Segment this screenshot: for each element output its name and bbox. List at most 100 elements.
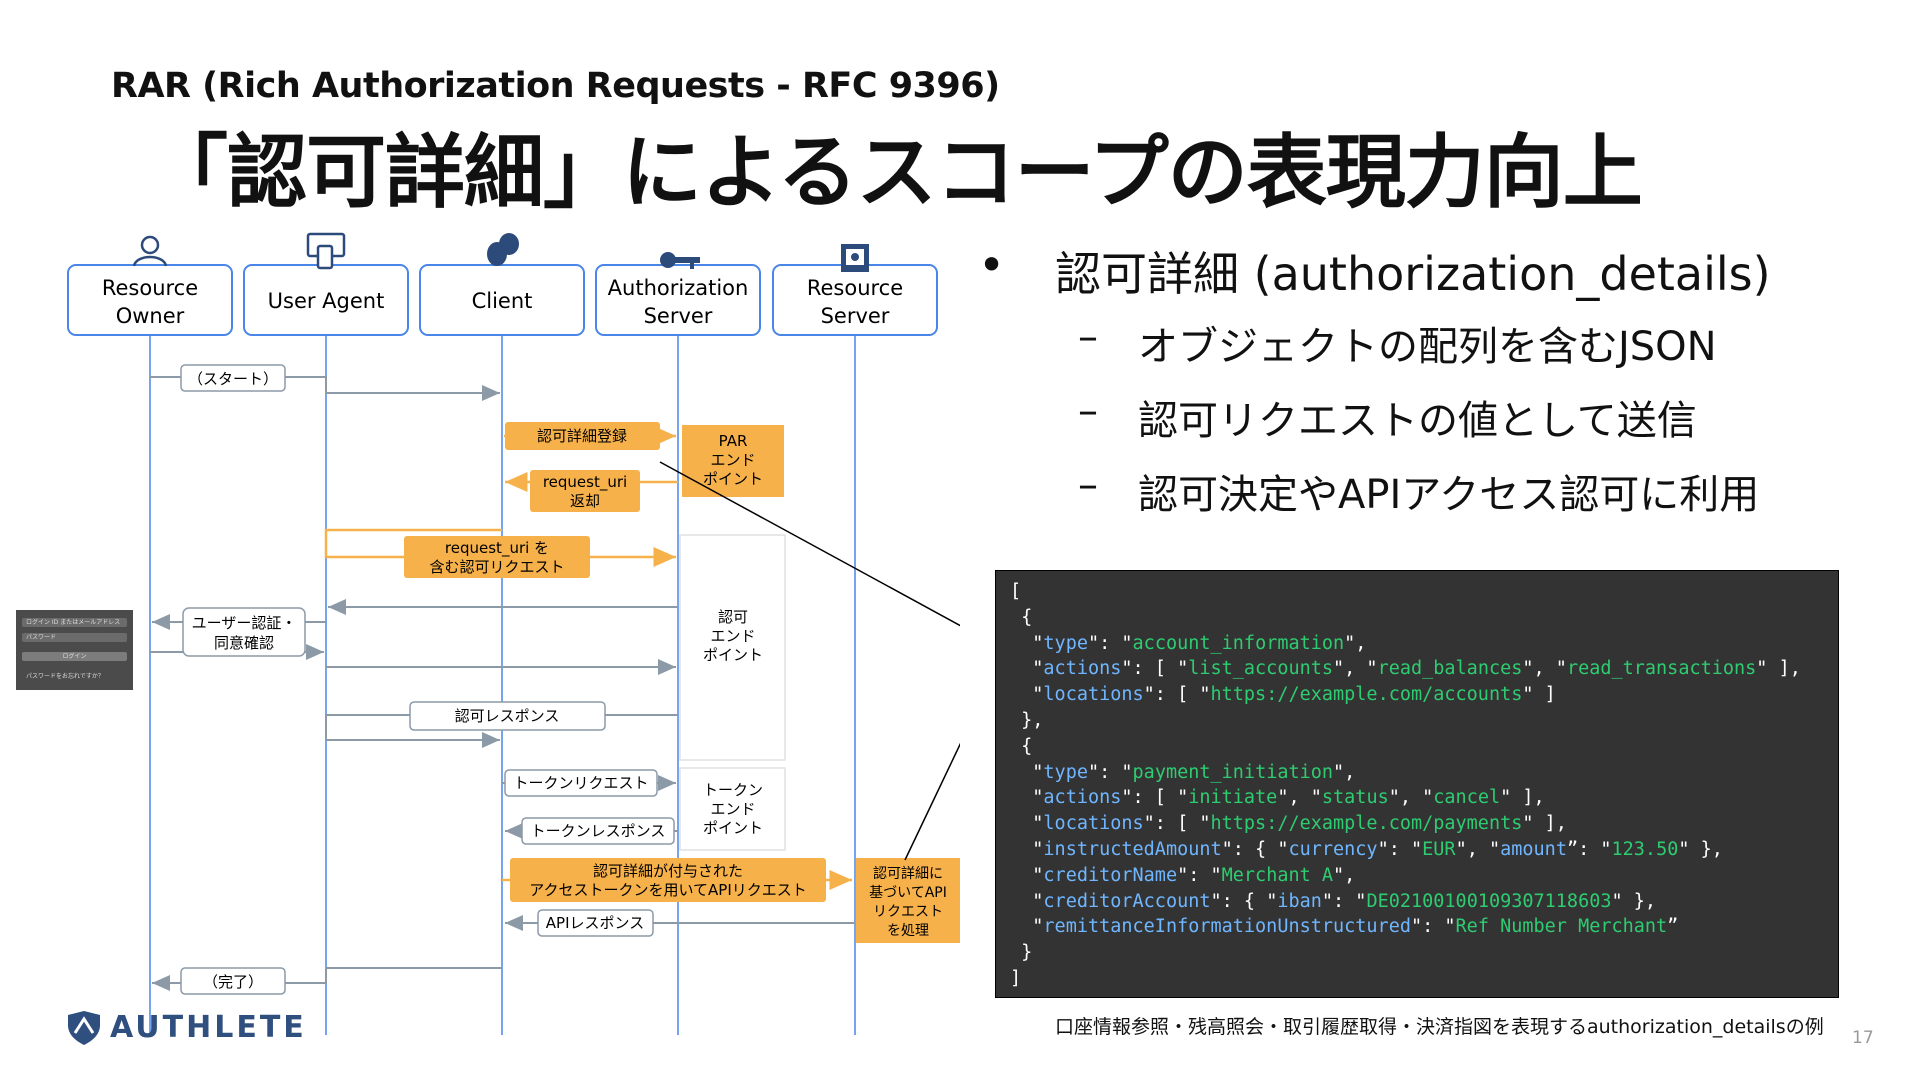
bullet-main: • 認可詳細 (authorization_details) xyxy=(970,238,1900,304)
code-line: { xyxy=(1010,735,1033,757)
endpoint-label: 基づいてAPI xyxy=(869,884,947,901)
connector-line-top xyxy=(659,461,960,627)
code-line: "type": "account_information", xyxy=(1010,632,1367,654)
message-label: 認可詳細登録 xyxy=(537,427,627,445)
message-auth-response: 認可レスポンス xyxy=(325,701,678,740)
lifelines xyxy=(149,335,856,1035)
person-icon xyxy=(132,235,168,267)
bullet-dash: – xyxy=(1078,462,1098,508)
message-done: （完了） xyxy=(152,967,502,995)
bullet-list: • 認可詳細 (authorization_details) – オブジェクトの… xyxy=(970,238,1900,526)
devices-icon xyxy=(306,232,346,270)
key-icon xyxy=(660,252,700,269)
endpoint-label: リクエスト xyxy=(873,904,943,920)
sequence-diagram: Resource Owner User Agent Client Authori… xyxy=(67,232,960,1035)
message-label: （スタート） xyxy=(188,370,278,388)
safe-icon xyxy=(841,244,869,272)
code-line: }, xyxy=(1010,709,1044,731)
json-code-block: [ { "type": "account_information", "acti… xyxy=(995,570,1839,998)
code-line: "locations": [ "https://example.com/acco… xyxy=(1010,684,1556,706)
code-line: "remittanceInformationUnstructured": "Re… xyxy=(1010,916,1679,938)
slide-title: 「認可詳細」によるスコープの表現力向上 xyxy=(148,126,1643,219)
logo-mark-icon xyxy=(68,1010,100,1045)
message-label: 同意確認 xyxy=(214,634,274,652)
code-line: "creditorAccount": { "iban": "DE02100100… xyxy=(1010,890,1657,912)
message-auth-detail-register: 認可詳細登録 xyxy=(504,422,676,450)
code-line: [ xyxy=(1010,581,1022,602)
actor-label-line2: Owner xyxy=(116,304,185,328)
endpoint-label: エンド xyxy=(710,451,755,469)
endpoint-label: を処理 xyxy=(887,923,929,939)
code-line: "type": "payment_initiation", xyxy=(1010,761,1356,783)
code-line: ] xyxy=(1010,967,1022,989)
actor-authorization-server: Authorization Server xyxy=(595,264,761,336)
actor-user-agent: User Agent xyxy=(243,264,409,336)
thumbnail-row: ログイン xyxy=(22,652,127,661)
bullet-sub-text: オブジェクトの配列を含むJSON xyxy=(1138,324,1717,370)
message-user-auth: ユーザー認証・ 同意確認 xyxy=(182,607,306,657)
thumbnail-row: パスワード xyxy=(22,633,127,642)
message-label: 含む認可リクエスト xyxy=(429,558,564,576)
message-start: （スタート） xyxy=(150,364,327,393)
token-endpoint-box: トークン エンド ポイント xyxy=(679,767,786,851)
bullet-main-text: 認可詳細 (authorization_details) xyxy=(1055,247,1771,301)
endpoint-label: トークン xyxy=(703,781,763,799)
message-label: request_uri xyxy=(543,473,627,492)
message-label: ユーザー認証・ xyxy=(192,614,297,632)
thumbnail-row: パスワードをお忘れですか？ xyxy=(26,673,104,680)
bullet-dash: – xyxy=(1078,314,1098,360)
authorization-endpoint-box: 認可 エンド ポイント xyxy=(679,534,786,761)
actor-label-line1: Authorization xyxy=(608,276,749,300)
message-api-request: 認可詳細が付与された アクセストークンを用いてAPIリクエスト xyxy=(502,858,852,902)
message-token-response: トークンレスポンス xyxy=(505,817,678,845)
bullet-sub: – オブジェクトの配列を含むJSON xyxy=(970,304,1900,378)
code-line: { xyxy=(1010,606,1033,628)
message-api-response: APIレスポンス xyxy=(505,909,855,937)
endpoint-label: PAR xyxy=(719,432,748,450)
code-line: "actions": [ "initiate", "status", "canc… xyxy=(1010,787,1545,809)
code-line: "instructedAmount": { "currency": "EUR",… xyxy=(1010,838,1723,860)
bullet-dash: – xyxy=(1078,388,1098,434)
message-label: トークンリクエスト xyxy=(513,774,648,792)
endpoint-label: エンド xyxy=(710,627,755,645)
code-line: "actions": [ "list_accounts", "read_bala… xyxy=(1010,658,1801,680)
actor-label-line1: Client xyxy=(472,289,533,313)
resource-processing-box: 認可詳細に 基づいてAPI リクエスト を処理 xyxy=(856,858,960,943)
actor-label-line2: Server xyxy=(821,304,890,328)
bullet-sub: – 認可リクエストの値として送信 xyxy=(970,378,1900,452)
code-line: } xyxy=(1010,942,1033,964)
endpoint-label: 認可詳細に xyxy=(873,866,943,882)
connector-line-bottom xyxy=(904,742,960,861)
theater-masks-icon xyxy=(487,233,519,266)
message-label: request_uri を xyxy=(445,539,549,558)
message-label: 認可レスポンス xyxy=(455,707,560,725)
actor-resource-server: Resource Server xyxy=(772,264,938,336)
slide-subtitle: RAR (Rich Authorization Requests - RFC 9… xyxy=(111,66,1000,106)
endpoint-label: エンド xyxy=(710,800,755,818)
message-label: トークンレスポンス xyxy=(531,822,666,840)
message-label: 返却 xyxy=(570,492,600,510)
endpoint-label: ポイント xyxy=(703,470,763,488)
thumbnail-row: ログイン ID またはメールアドレス xyxy=(22,618,127,627)
code-line: "creditorName": "Merchant A", xyxy=(1010,864,1356,886)
message-label: APIレスポンス xyxy=(546,914,644,932)
endpoint-label: ポイント xyxy=(703,819,763,837)
page-number: 17 xyxy=(1852,1028,1874,1048)
actor-label-line1: Resource xyxy=(807,276,903,300)
message-label: （完了） xyxy=(203,973,263,991)
actor-resource-owner: Resource Owner xyxy=(67,264,233,336)
actor-label-line1: User Agent xyxy=(268,289,385,313)
actor-label-line1: Resource xyxy=(102,276,198,300)
code-line: "locations": [ "https://example.com/paym… xyxy=(1010,813,1567,835)
code-caption: 口座情報参照・残高照会・取引履歴取得・決済指図を表現するauthorizatio… xyxy=(1055,1016,1824,1038)
bullet-sub: – 認可決定やAPIアクセス認可に利用 xyxy=(970,452,1900,526)
message-label: アクセストークンを用いてAPIリクエスト xyxy=(529,881,807,899)
bullet-sub-text: 認可決定やAPIアクセス認可に利用 xyxy=(1138,472,1760,518)
login-screen-thumbnail: ログイン ID またはメールアドレス パスワード ログイン パスワードをお忘れで… xyxy=(16,610,133,690)
endpoint-label: 認可 xyxy=(718,608,748,626)
actor-client: Client xyxy=(419,264,585,336)
actor-label-line2: Server xyxy=(644,304,713,328)
logo-text: AUTHLETE xyxy=(110,1010,307,1045)
message-label: 認可詳細が付与された xyxy=(593,862,743,880)
message-request-uri-return: request_uri 返却 xyxy=(505,470,678,512)
